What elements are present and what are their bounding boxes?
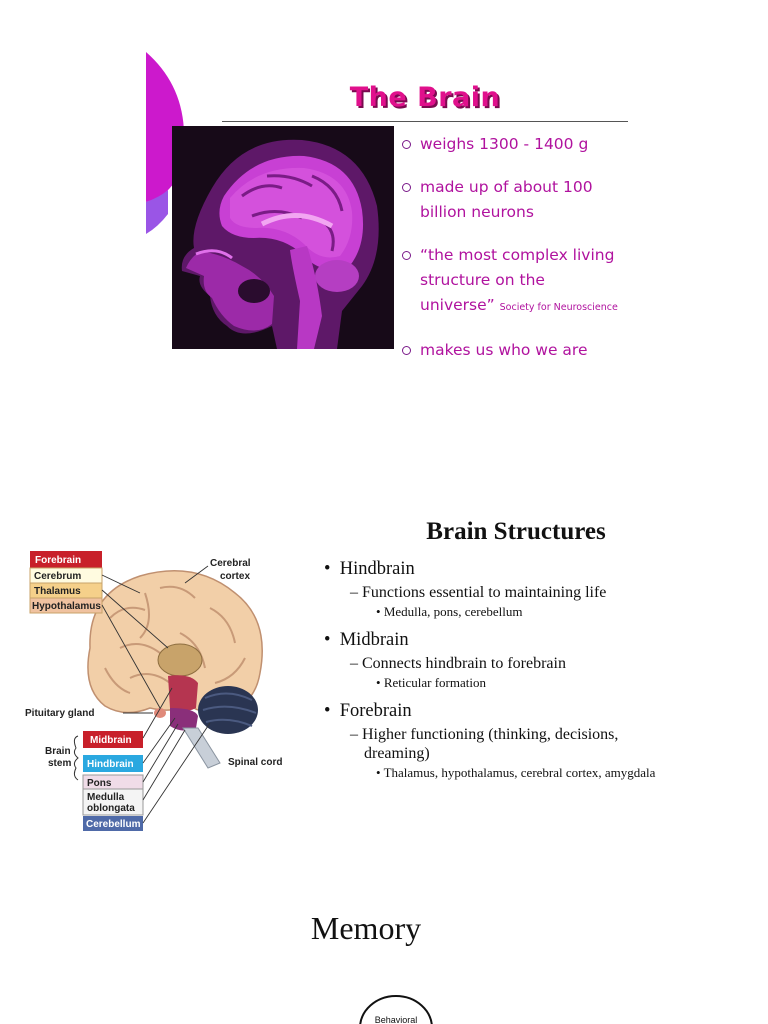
bullet-icon	[402, 140, 411, 149]
list-item: • Hindbrain	[324, 559, 415, 579]
thalamus-label: Thalamus	[34, 586, 81, 597]
hindbrain-label: Hindbrain	[87, 759, 134, 770]
behavioral-logo: Behavioral	[359, 995, 433, 1024]
pituitary-label: Pituitary gland	[25, 708, 94, 719]
bullet-icon	[402, 183, 411, 192]
slide-title: The Brain	[349, 82, 501, 113]
svg-text:oblongata: oblongata	[87, 803, 135, 814]
structure-list: • Hindbrain – Functions essential to mai…	[324, 556, 744, 783]
forebrain-label: Forebrain	[35, 555, 81, 566]
svg-text:stem: stem	[48, 758, 71, 769]
pons-label: Pons	[87, 778, 112, 789]
brain-mri-image	[172, 126, 394, 349]
cerebral-cortex-label: Cerebral	[210, 558, 251, 569]
title-divider	[222, 121, 628, 122]
fact-item: “the most complex living structure on th…	[400, 243, 660, 320]
svg-text:cortex: cortex	[220, 571, 250, 582]
cerebellum-label: Cerebellum	[86, 819, 141, 830]
attribution: Society for Neuroscience	[499, 302, 618, 313]
slide-title: Brain Structures	[426, 518, 606, 545]
list-item: • Midbrain	[324, 630, 409, 650]
midbrain-label: Midbrain	[90, 735, 132, 746]
fact-item: makes us who we are	[400, 338, 660, 363]
cerebrum-label: Cerebrum	[34, 571, 81, 582]
slide-1: The Brain weighs 1300 - 1400 g made up o…	[0, 0, 768, 400]
bullet-icon	[402, 251, 411, 260]
fact-item: weighs 1300 - 1400 g	[400, 132, 660, 157]
medulla-label: Medulla	[87, 792, 125, 803]
spinal-cord-label: Spinal cord	[228, 757, 282, 768]
bullet-icon	[402, 346, 411, 355]
brain-stem-label: Brain	[45, 746, 71, 757]
svg-text:Behavioral: Behavioral	[375, 1015, 418, 1024]
fact-list: weighs 1300 - 1400 g made up of about 10…	[400, 132, 660, 363]
hypothalamus-label: Hypothalamus	[32, 601, 101, 612]
fact-item: made up of about 100 billion neurons	[400, 175, 660, 225]
list-item: • Forebrain	[324, 701, 412, 721]
slide-title: Memory	[310, 910, 422, 946]
brain-structures-diagram: Forebrain Cerebrum Thalamus Hypothalamus…	[25, 551, 282, 831]
